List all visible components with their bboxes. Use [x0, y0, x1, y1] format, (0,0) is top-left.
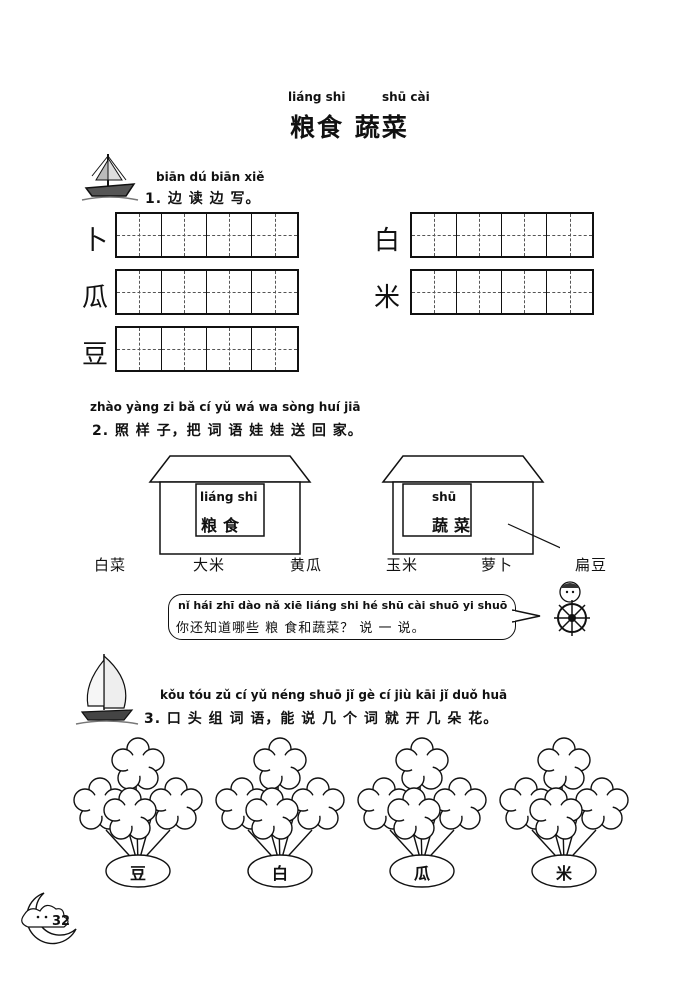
char-gua: 瓜: [82, 283, 109, 313]
task1-label: 1. 边 读 边 写。: [145, 191, 261, 207]
task3-pinyin: kǒu tóu zǔ cí yǔ néng shuō jǐ gè cí jiù …: [160, 688, 508, 702]
house2-pinyin: shū: [432, 490, 457, 504]
task3-label: 3. 口 头 组 词 语，能 说 几 个 词 就 开 几 朵 花。: [144, 711, 499, 727]
writing-grid-bai[interactable]: [410, 212, 594, 258]
writing-grid-gua[interactable]: [115, 269, 299, 315]
house1-pinyin: liáng shi: [200, 490, 258, 504]
page-number: 32: [52, 914, 71, 929]
sailor-boy-icon: [554, 581, 590, 636]
char-bu: 卜: [82, 226, 109, 256]
char-dou: 豆: [82, 340, 109, 370]
moon-cloud-icon: [21, 892, 77, 945]
writing-grid-mi[interactable]: [410, 269, 594, 315]
bubble-tail: [512, 609, 541, 623]
word-biandou[interactable]: 扁豆: [575, 556, 608, 574]
char-bai: 白: [374, 226, 401, 256]
task2-label: 2. 照 样 子，把 词 语 娃 娃 送 回 家。: [92, 423, 363, 439]
page-title: 粮食 蔬菜: [290, 113, 409, 142]
word-baicai[interactable]: 白菜: [94, 556, 127, 574]
pot-bai: 白: [272, 864, 289, 883]
task1-pinyin: biān dú biān xiě: [156, 170, 265, 184]
pot-gua: 瓜: [414, 864, 431, 883]
flower-trees-drawing: [70, 735, 670, 895]
house2-word: 蔬菜: [432, 516, 477, 535]
bubble-pinyin: nǐ hái zhī dào nǎ xiē liáng shi hé shū c…: [178, 599, 508, 612]
word-luobo[interactable]: 萝卜: [481, 556, 514, 574]
bubble-text: 你还知道哪些 粮 食和蔬菜？ 说 一 说。: [176, 621, 426, 636]
word-huanggua[interactable]: 黄瓜: [290, 556, 323, 574]
word-yumi[interactable]: 玉米: [386, 556, 419, 574]
sailboat-icon-2: [75, 654, 139, 725]
sailboat-icon: [81, 154, 139, 201]
pot-dou: 豆: [130, 864, 147, 883]
houses-drawing: [148, 455, 560, 555]
title-pinyin-liangshi: liáng shi: [288, 90, 346, 104]
title-pinyin-shucai: shū cài: [382, 90, 430, 104]
char-mi: 米: [374, 283, 401, 313]
word-dami[interactable]: 大米: [193, 556, 226, 574]
writing-grid-dou[interactable]: [115, 326, 299, 372]
writing-grid-bu[interactable]: [115, 212, 299, 258]
house1-word: 粮食: [201, 516, 246, 535]
task2-pinyin: zhào yàng zi bǎ cí yǔ wá wa sòng huí jiā: [90, 400, 361, 414]
pot-mi: 米: [556, 864, 573, 883]
